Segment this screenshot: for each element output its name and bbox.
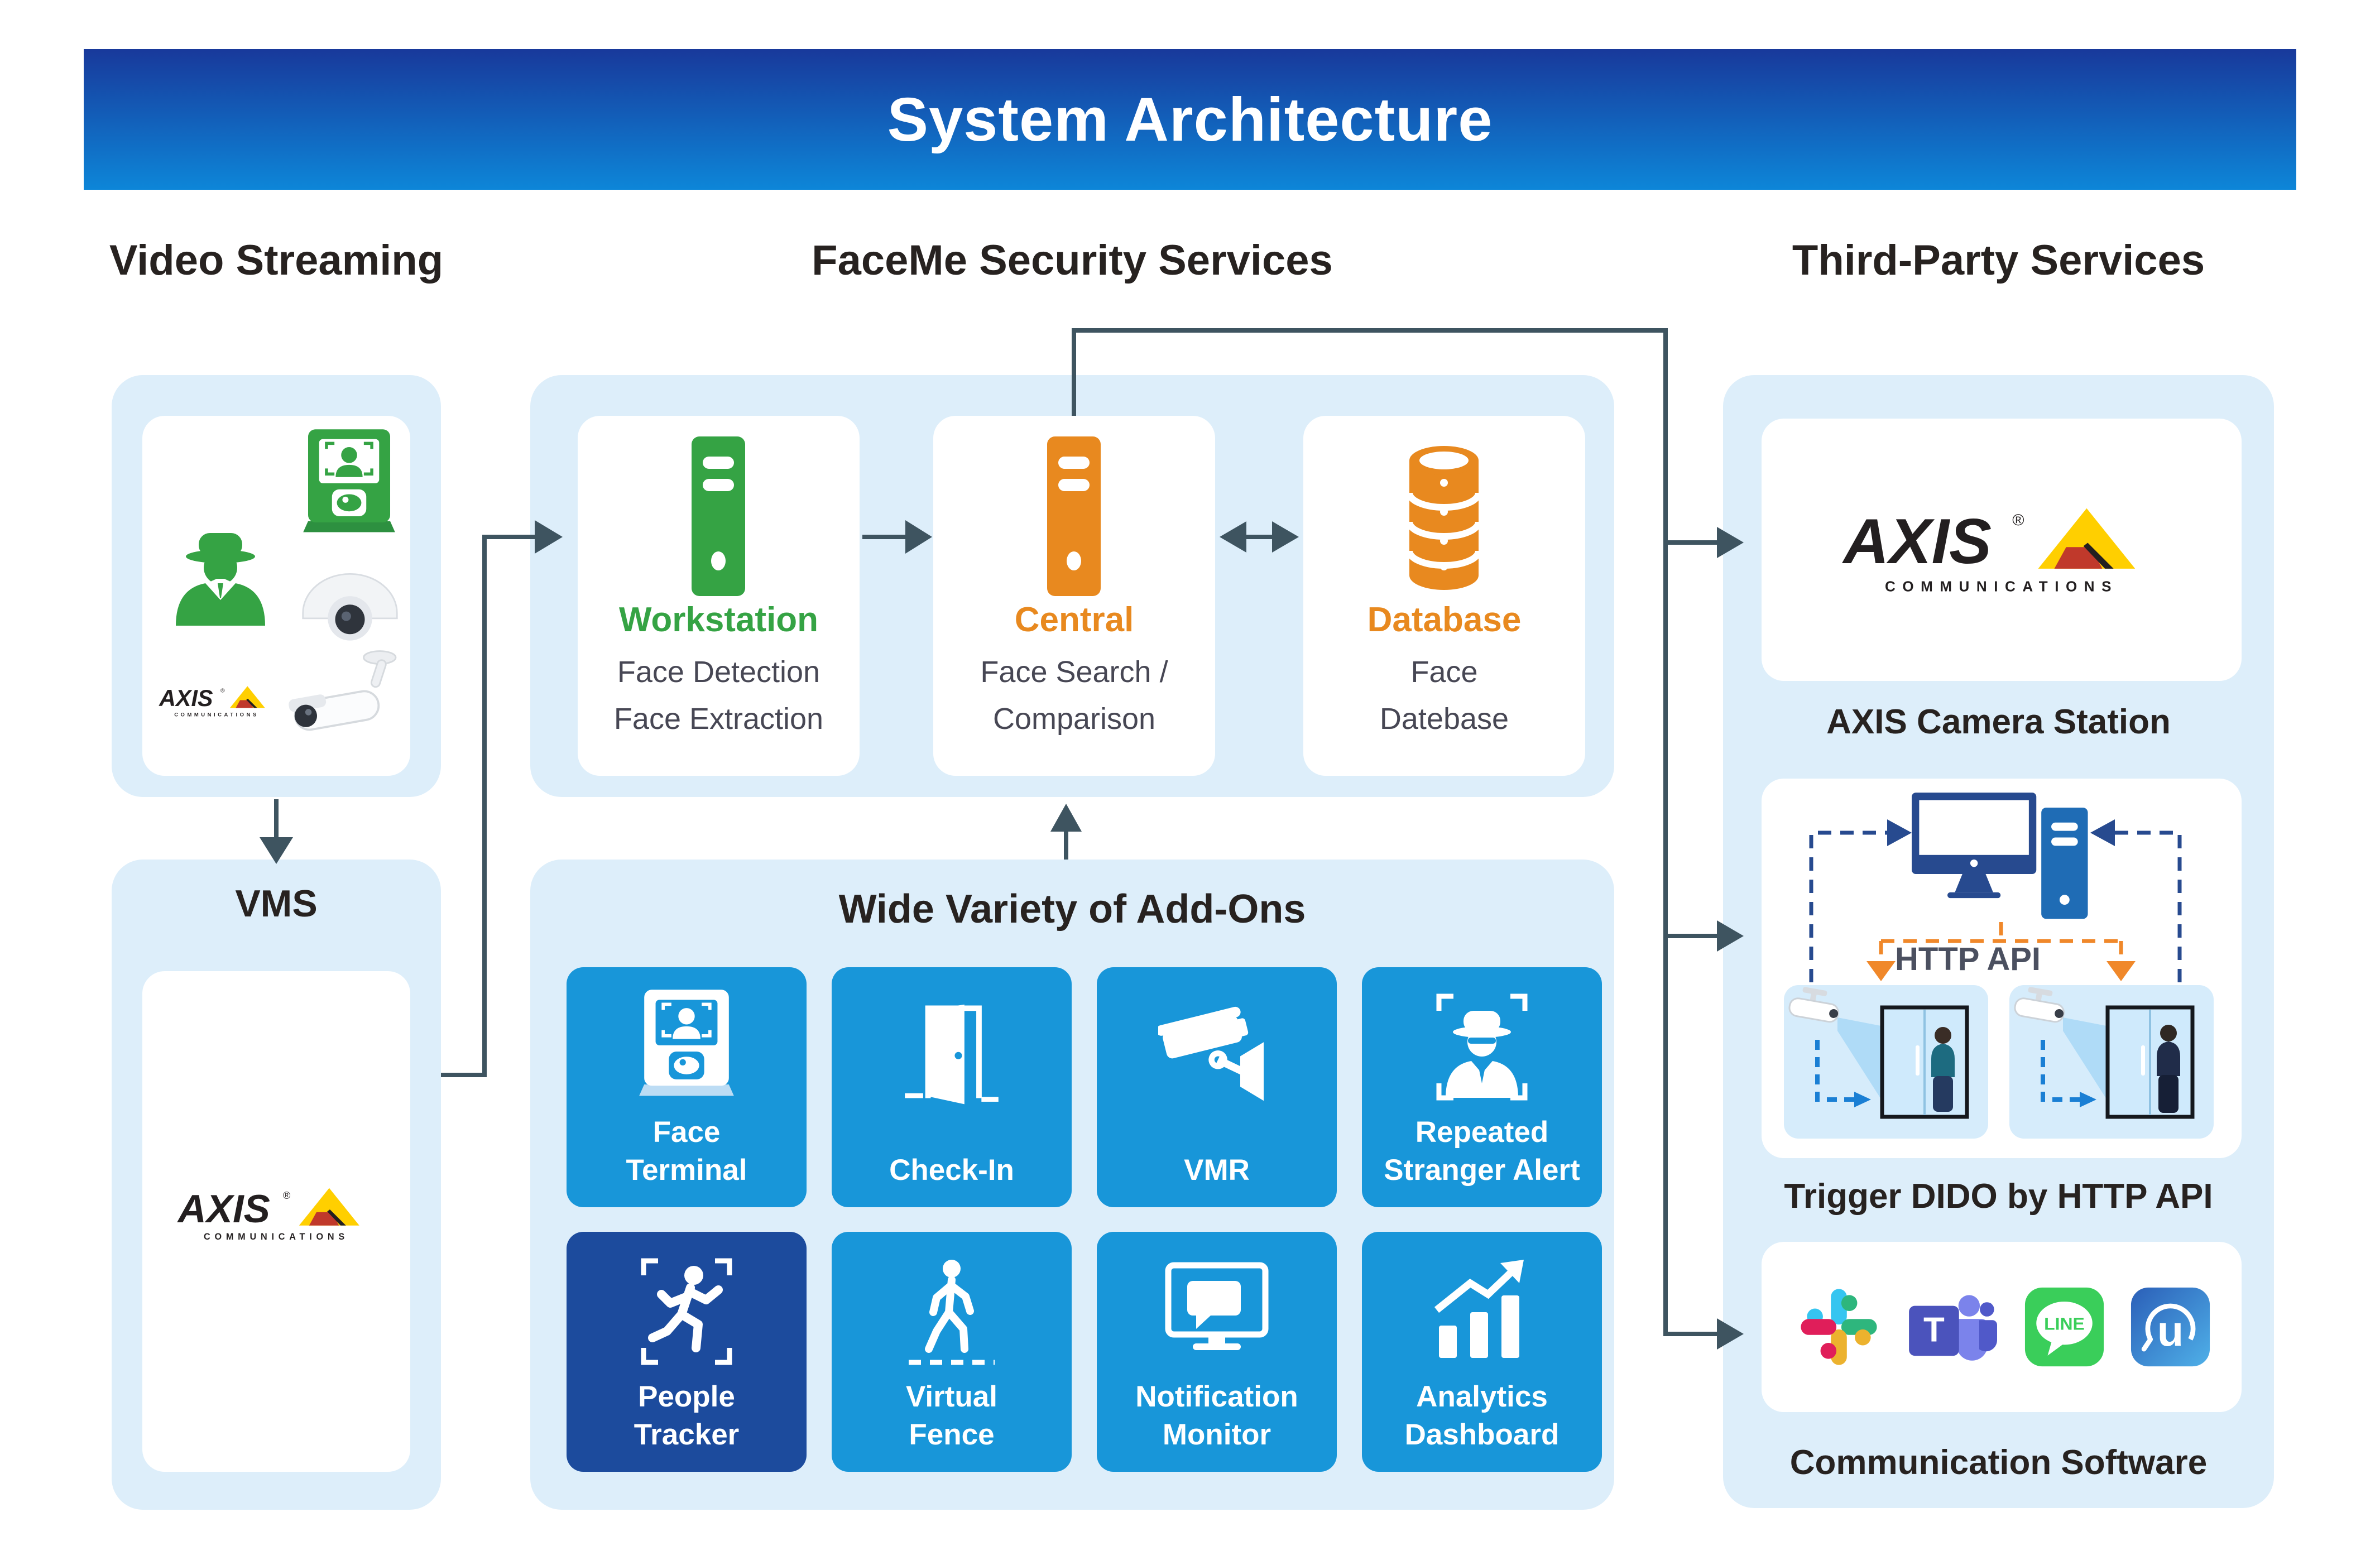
workstation-subtitle: Face Detection Face Extraction (613, 655, 824, 736)
server-icon (692, 436, 745, 596)
bullet-camera-icon (289, 650, 397, 731)
communication-software-card: T LINE u (1762, 1242, 2242, 1412)
page-title: System Architecture (887, 85, 1493, 154)
database-title: Database (1367, 601, 1522, 639)
title-banner: System Architecture (84, 49, 2296, 190)
addon-label: Check-In (889, 1154, 1014, 1187)
dido-tile-left (1784, 985, 1988, 1139)
addon-label: People Tracker (634, 1380, 740, 1452)
computer-icon (1912, 793, 2088, 919)
svg-text:AXIS: AXIS (1841, 506, 1992, 577)
heading-third-party-services: Third-Party Services (1792, 236, 2205, 284)
analytics-icon (1434, 1260, 1524, 1358)
addon-tile-face-terminal: Face Terminal (567, 967, 807, 1207)
svg-text:LINE: LINE (2044, 1313, 2085, 1333)
cyberlink-u-icon: u (2131, 1287, 2210, 1367)
addon-tile-people-tracker: People Tracker (567, 1232, 807, 1472)
face-terminal-icon (303, 429, 395, 532)
svg-text:COMMUNICATIONS: COMMUNICATIONS (204, 1232, 349, 1242)
addon-tile-analytics-dashboard: Analytics Dashboard (1362, 1232, 1602, 1472)
central-node: Central Face Search / Comparison (933, 416, 1215, 776)
svg-text:®: ® (220, 688, 225, 694)
svg-text:u: u (2157, 1307, 2184, 1355)
spy-person-icon (176, 533, 265, 626)
axis-camera-station-caption: AXIS Camera Station (1826, 703, 2171, 741)
video-streaming-card: AXIS ® COMMUNICATIONS (142, 416, 410, 776)
svg-text:®: ® (2012, 512, 2024, 530)
addon-label: Analytics Dashboard (1404, 1380, 1560, 1452)
database-subtitle: Face Datebase (1379, 655, 1509, 736)
addon-tile-check-in: Check-In (832, 967, 1072, 1207)
addon-label: VMR (1184, 1154, 1250, 1187)
database-node: Database Face Datebase (1303, 416, 1585, 776)
communication-software-caption: Communication Software (1789, 1443, 2208, 1482)
addon-tile-vmr: VMR (1097, 967, 1337, 1207)
addons-title: Wide Variety of Add-Ons (838, 887, 1306, 932)
dido-tile-right (2009, 985, 2214, 1139)
axis-logo: AXIS ® COMMUNICATIONS (1841, 506, 2136, 594)
vms-card: AXIS ® COMMUNICATIONS (142, 971, 410, 1472)
face-terminal-icon (639, 990, 734, 1096)
line-icon: LINE (2024, 1287, 2104, 1367)
addon-label: Repeated Stranger Alert (1384, 1116, 1580, 1187)
addon-label: Face Terminal (626, 1116, 747, 1187)
svg-text:®: ® (283, 1190, 290, 1201)
people-tracker-icon (641, 1258, 732, 1365)
http-api-label: HTTP API (1895, 941, 2041, 977)
stranger-alert-icon (1436, 993, 1528, 1101)
addon-label: Notification Monitor (1135, 1380, 1298, 1452)
heading-faceme-security-services: FaceMe Security Services (812, 236, 1333, 284)
central-title: Central (1014, 601, 1134, 639)
camera-door-scene (2009, 985, 2214, 1139)
svg-text:COMMUNICATIONS: COMMUNICATIONS (1885, 578, 2118, 594)
axis-camera-station-card: AXIS ® COMMUNICATIONS (1762, 419, 2242, 681)
svg-text:AXIS: AXIS (159, 685, 213, 711)
central-subtitle: Face Search / Comparison (980, 655, 1168, 736)
trigger-dido-caption: Trigger DIDO by HTTP API (1784, 1177, 2213, 1216)
slack-icon (1801, 1289, 1877, 1365)
workstation-title: Workstation (618, 601, 819, 639)
addon-tile-notification-monitor: Notification Monitor (1097, 1232, 1337, 1472)
axis-logo: AXIS ® COMMUNICATIONS (177, 1187, 359, 1242)
dome-camera-icon (302, 573, 398, 641)
cctv-camera-icon (1158, 1006, 1264, 1101)
database-icon (1406, 446, 1482, 590)
addon-tile-repeated-stranger-alert: Repeated Stranger Alert (1362, 967, 1602, 1207)
door-icon (905, 1004, 999, 1105)
virtual-fence-icon (909, 1260, 995, 1365)
server-icon (1047, 436, 1101, 596)
svg-text:AXIS: AXIS (177, 1187, 270, 1231)
svg-text:COMMUNICATIONS: COMMUNICATIONS (174, 712, 259, 718)
addon-tile-virtual-fence: Virtual Fence (832, 1232, 1072, 1472)
addon-label: Virtual Fence (906, 1380, 997, 1452)
microsoft-teams-icon: T (1909, 1295, 1997, 1361)
svg-text:T: T (1923, 1311, 1945, 1350)
arrow-vms-to-workstation (441, 535, 535, 1077)
camera-door-scene (1784, 985, 1988, 1139)
notification-monitor-icon (1165, 1262, 1269, 1350)
vms-label: VMS (235, 882, 318, 925)
axis-logo: AXIS ® COMMUNICATIONS (159, 685, 265, 718)
workstation-node: Workstation Face Detection Face Extracti… (578, 416, 860, 776)
heading-video-streaming: Video Streaming (109, 236, 444, 284)
